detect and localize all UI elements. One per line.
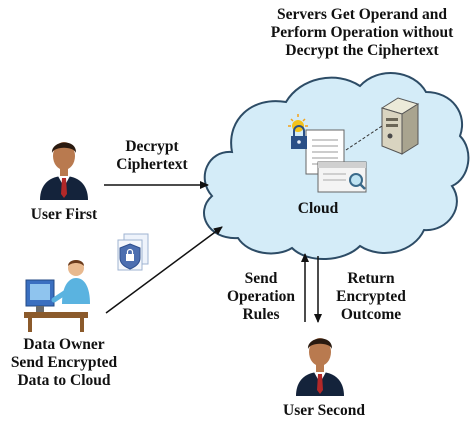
data-owner-line-3: Data to Cloud — [17, 372, 111, 389]
return-outcome-caption: Return Encrypted Outcome — [326, 270, 416, 324]
desk-worker-icon — [24, 260, 90, 332]
cloud-label: Cloud — [297, 200, 339, 217]
servers-caption: Servers Get Operand and Perform Operatio… — [252, 6, 472, 60]
decrypt-caption-line-2: Ciphertext — [116, 156, 188, 173]
servers-caption-line-2: Perform Operation without — [270, 24, 454, 41]
window-icon — [317, 161, 367, 193]
return-outcome-line-3: Outcome — [340, 306, 402, 323]
user-first-label: User First — [30, 206, 98, 223]
server-icon — [380, 97, 420, 155]
dashed-connector — [345, 125, 383, 151]
return-outcome-line-1: Return — [347, 270, 395, 287]
servers-caption-line-1: Servers Get Operand and — [276, 6, 448, 23]
data-owner-line-1: Data Owner — [23, 336, 105, 353]
data-owner-line-2: Send Encrypted — [10, 354, 118, 371]
servers-caption-line-3: Decrypt the Ciphertext — [285, 42, 439, 59]
user-second-label: User Second — [283, 402, 365, 419]
magnifier-icon — [349, 173, 366, 190]
person-icon-user-second — [296, 338, 344, 396]
arrow-data-owner-to-cloud — [105, 226, 223, 314]
padlock-icon — [291, 125, 307, 149]
send-rules-line-2: Operation — [226, 288, 296, 305]
send-rules-line-3: Rules — [242, 306, 280, 323]
return-outcome-line-2: Encrypted — [336, 288, 406, 305]
decrypt-caption: Decrypt Ciphertext — [102, 138, 202, 174]
person-icon-user-first — [40, 142, 88, 200]
send-rules-line-1: Send — [244, 270, 278, 287]
decrypt-caption-line-1: Decrypt — [125, 138, 179, 155]
shield-lock-icon — [117, 233, 149, 271]
data-owner-caption: Data Owner Send Encrypted Data to Cloud — [0, 336, 128, 390]
send-rules-caption: Send Operation Rules — [226, 270, 296, 324]
